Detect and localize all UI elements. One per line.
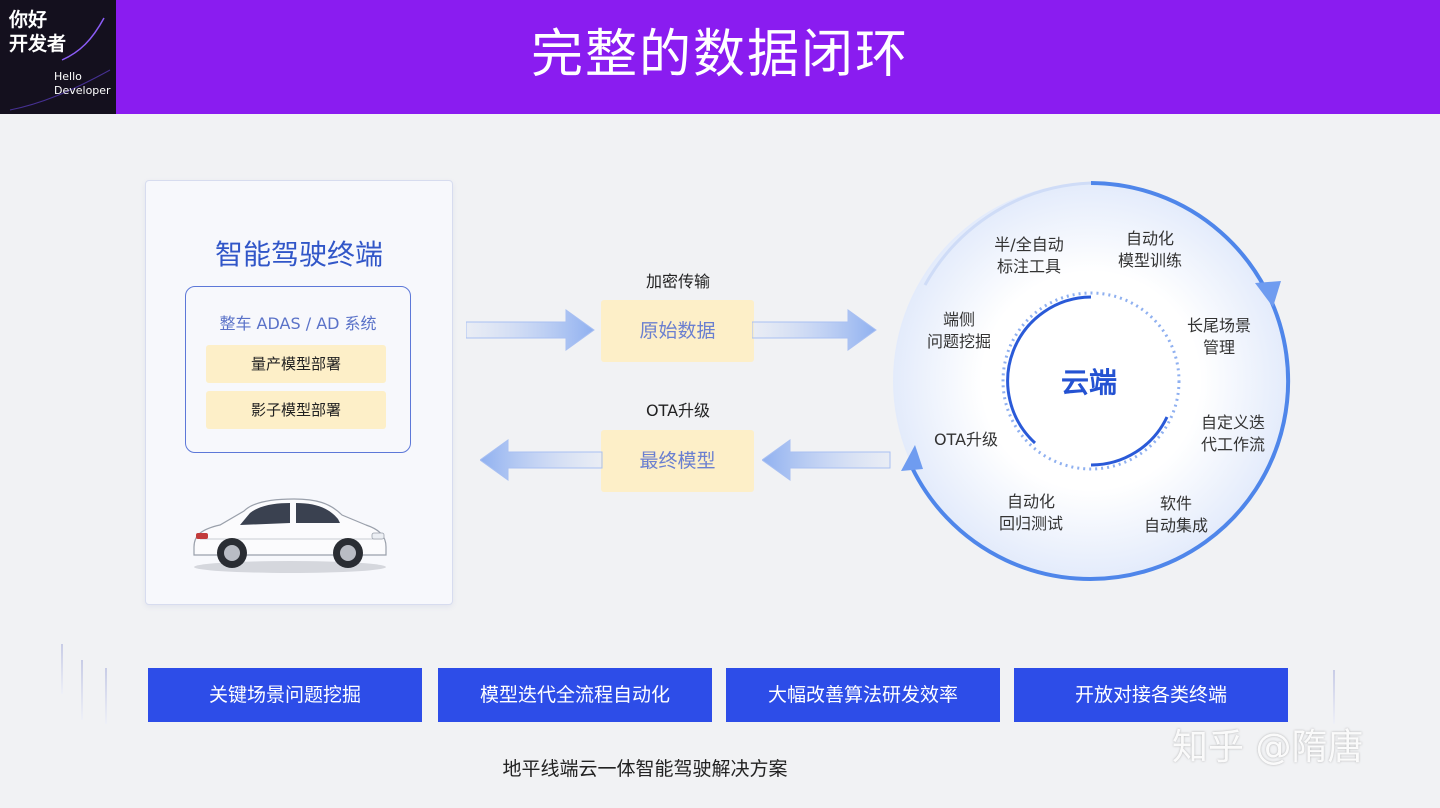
caption: 地平线端云一体智能驾驶解决方案 (502, 758, 788, 780)
page-title: 完整的数据闭环 (530, 25, 909, 85)
shadow-model-deploy-item: 影子模型部署 (206, 391, 386, 429)
logo-swoosh-icon (9, 17, 111, 111)
upload-arrow-left-icon (466, 309, 595, 351)
step-ota-upgrade: OTA升级 (933, 430, 999, 449)
cloud-label: 云端 (1060, 366, 1117, 399)
step-custom-workflow: 自定义迭 代工作流 (1200, 413, 1265, 454)
encrypted-transfer-label: 加密传输 (645, 272, 710, 291)
cloud-outer-ring (907, 181, 1291, 581)
decorative-line (81, 660, 83, 720)
feature-open-terminals: 开放对接各类终端 (1014, 668, 1288, 722)
step-regression-test: 自动化 回归测试 (998, 492, 1063, 533)
hello-developer-logo: 你好 开发者 Hello Developer (0, 0, 116, 114)
cloud-inner-arc-left (1006, 295, 1092, 445)
decorative-line (105, 668, 107, 724)
terminal-title: 智能驾驶终端 (214, 238, 383, 271)
download-arrow-left-icon (480, 439, 603, 481)
step-long-tail-management: 长尾场景 管理 (1186, 316, 1251, 357)
ota-upgrade-label: OTA升级 (645, 401, 711, 420)
feature-scene-mining: 关键场景问题挖掘 (148, 668, 422, 722)
feature-efficiency: 大幅改善算法研发效率 (726, 668, 1000, 722)
step-edge-mining: 端侧 问题挖掘 (926, 310, 991, 351)
step-annotation-tool: 半/全自动 标注工具 (994, 235, 1064, 276)
final-model-box: 最终模型 (601, 430, 754, 492)
raw-data-box: 原始数据 (601, 300, 754, 362)
cloud-inner-arc-right (1090, 416, 1169, 467)
upload-arrow-right-icon (752, 309, 877, 351)
logo-english-text: Hello Developer (54, 70, 111, 97)
watermark: 知乎 @隋唐 (1172, 727, 1364, 768)
step-model-training: 自动化 模型训练 (1117, 229, 1182, 270)
header-bar: 你好 开发者 Hello Developer 完整的数据闭环 (0, 0, 1440, 114)
cloud-cycle-diagram (893, 181, 1291, 581)
adas-system-box: 整车 ADAS / AD 系统 量产模型部署 影子模型部署 (185, 286, 411, 453)
mass-production-deploy-item: 量产模型部署 (206, 345, 386, 383)
car-icon (193, 498, 387, 573)
terminal-card: 智能驾驶终端 整车 ADAS / AD 系统 量产模型部署 影子模型部署 (145, 180, 453, 605)
cloud-inner-disc (1007, 297, 1175, 465)
download-arrow-right-icon (762, 439, 891, 481)
decorative-line (61, 644, 63, 694)
feature-iteration-automation: 模型迭代全流程自动化 (438, 668, 712, 722)
cloud-dotted-ring (1001, 291, 1181, 471)
decorative-line (1333, 670, 1335, 724)
system-title: 整车 ADAS / AD 系统 (219, 314, 377, 333)
cycle-arrow-bottom-icon (901, 445, 923, 471)
cycle-arrow-top-icon (1255, 281, 1281, 307)
logo-chinese-text: 你好 开发者 (9, 9, 67, 55)
step-software-integration: 软件 自动集成 (1143, 494, 1208, 535)
cloud-outer-ring-faded (923, 181, 1092, 286)
